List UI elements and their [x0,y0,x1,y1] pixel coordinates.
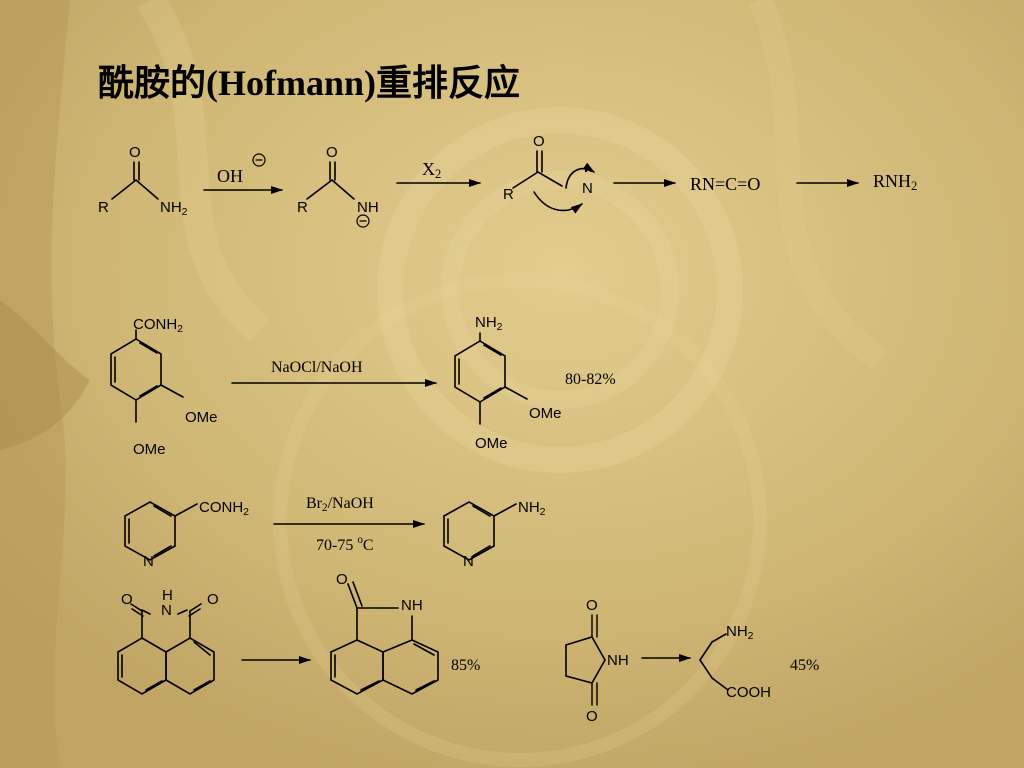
dimethoxybenzamide-ring [110,329,184,423]
carbonyl-o-3: O [533,133,545,150]
r-group: R [98,199,109,216]
r-group-2: R [297,199,308,216]
succinimide-o-2: O [586,708,598,725]
imide-h: H [162,587,173,604]
imide-o-1: O [121,591,133,608]
conh2-label: CONH2 [133,316,184,335]
ome-label-4: OMe [475,435,508,452]
conh2-label-2: CONH2 [199,499,250,518]
lactam-nh: NH [401,597,423,614]
reagent-halogen: X2 [422,159,442,181]
benzindolone-structure [330,581,439,695]
succinimide-o-1: O [586,597,598,614]
imide-n: N [161,602,172,619]
amide-anion-nh: NH [357,199,379,216]
pyridine-n-2: N [463,553,474,570]
slide-title: 酰胺的(Hofmann)重排反应 [98,62,521,104]
succinimide-nh: NH [607,652,629,669]
r-group-3: R [503,186,514,203]
pyridine-n: N [143,553,154,570]
lone-pair: ·· [584,163,594,180]
beta-alanine-structure [699,633,729,691]
aminopyridine-ring [443,501,517,561]
reagent-naocl: NaOCl/NaOH [271,359,363,376]
naphthalimide-structure [117,603,215,695]
ome-label-1: OMe [185,409,218,426]
reagent-hydroxide: OH [217,166,243,186]
nh2-label: NH2 [475,314,503,333]
amide-structure [111,161,159,200]
yield-3: 85% [451,657,481,674]
nicotinamide-ring [124,501,198,561]
dimethoxyaniline-ring [454,332,528,425]
ome-label-2: OMe [133,441,166,458]
carbonyl-o-2: O [326,144,338,161]
yield-1: 80-82% [565,371,616,388]
reaction-temperature: 70-75 oC [316,534,374,554]
nitrene-intermediate [512,150,595,214]
nitrogen-atom: N [582,180,593,197]
carbonyl-o: O [129,144,141,161]
succinimide-structure [565,614,606,706]
isocyanate-label: RN=C=O [690,174,761,194]
amide-nh2: NH2 [160,199,188,218]
lactam-o: O [336,571,348,588]
amide-anion-structure [306,161,370,228]
ome-label-3: OMe [529,405,562,422]
yield-4: 45% [790,657,820,674]
alanine-cooh: COOH [726,684,771,701]
amine-product-label: RNH2 [873,171,918,193]
reagent-bromine: Br2/NaOH [306,495,374,514]
alanine-nh2: NH2 [726,623,754,642]
imide-o-2: O [207,591,219,608]
nh2-label-2: NH2 [518,499,546,518]
